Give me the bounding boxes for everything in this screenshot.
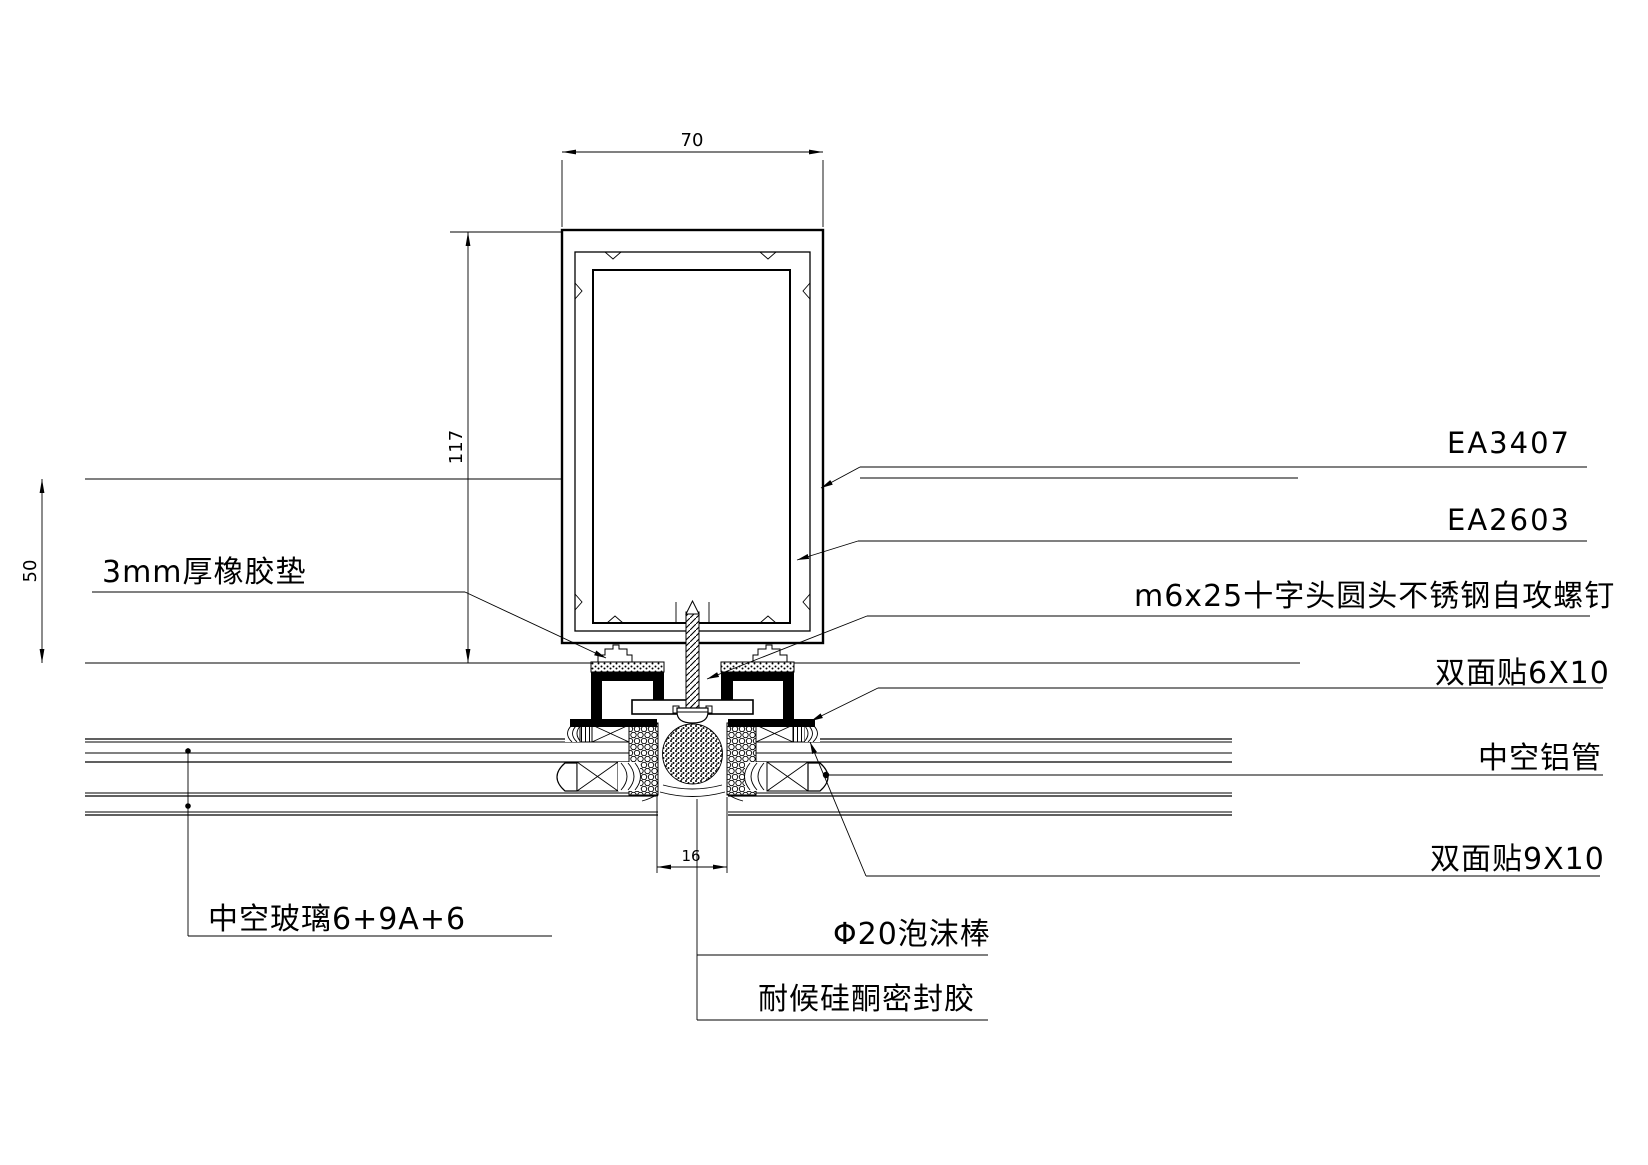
label-sealant: 耐候硅酮密封胶 — [697, 982, 988, 1021]
construction-lines — [85, 478, 1300, 664]
dim-50-text: 50 — [20, 560, 41, 583]
label-sealant-text: 耐候硅酮密封胶 — [758, 982, 975, 1017]
bracket-right-inner-leg — [721, 672, 733, 704]
upper-tape-left — [579, 724, 593, 743]
lower-arc-gasket-right — [744, 762, 767, 791]
label-foam-rod-text: Φ20泡沫棒 — [833, 917, 991, 952]
dim-50: 50 — [20, 479, 45, 663]
tongue-right — [807, 762, 829, 792]
label-aluminum-tube: 中空铝管 — [822, 741, 1603, 779]
bracket-left-top-bar — [591, 672, 664, 681]
upper-aluminum-tube-right — [755, 724, 794, 743]
glass-panel-left — [85, 738, 658, 816]
upper-tape-right — [792, 724, 806, 743]
clip-right — [752, 644, 788, 663]
bracket-left-inner-leg — [653, 672, 664, 704]
bracket-left-flange — [570, 719, 657, 727]
bracket-right-flange — [728, 719, 815, 727]
label-screw-text: m6x25十字头圆头不锈钢自攻螺钉 — [1134, 579, 1615, 614]
clip-left — [597, 644, 633, 663]
dim-70-text: 70 — [681, 130, 704, 151]
label-insulating-glass-text: 中空玻璃6+9A+6 — [208, 902, 466, 937]
label-aluminum-tube-text: 中空铝管 — [1478, 741, 1602, 776]
mullion-cap — [560, 228, 825, 645]
label-ea2603: EA2603 — [796, 503, 1587, 561]
label-tape-6x10: 双面贴6X10 — [810, 656, 1610, 722]
bracket-right-top-bar — [721, 672, 794, 681]
screw-tip — [685, 599, 700, 615]
dimensions: 70 117 50 16 — [20, 130, 824, 873]
dim-117: 117 — [446, 231, 562, 663]
profile-break-marks — [574, 251, 811, 624]
foam-rod — [662, 723, 723, 785]
lower-aluminum-tube-left — [576, 761, 619, 792]
label-rubber-pad-text: 3mm厚橡胶垫 — [102, 555, 307, 590]
dim-117-text: 117 — [446, 430, 467, 464]
dim-16-text: 16 — [681, 847, 700, 865]
label-rubber-pad: 3mm厚橡胶垫 — [92, 555, 607, 659]
label-tape-6x10-text: 双面贴6X10 — [1435, 656, 1610, 691]
upper-arc-gasket-right — [803, 724, 820, 743]
label-insulating-glass: 中空玻璃6+9A+6 — [185, 748, 552, 937]
screw-head — [676, 707, 709, 724]
glazing-joint — [556, 722, 829, 796]
label-foam-rod: Φ20泡沫棒 — [696, 799, 991, 1020]
upper-arc-gasket-left — [565, 724, 582, 743]
label-screw: m6x25十字头圆头不锈钢自攻螺钉 — [706, 579, 1615, 680]
label-ea3407: EA3407 — [820, 426, 1587, 489]
rubber-pad-right — [720, 661, 795, 673]
lower-arc-gasket-left — [618, 762, 641, 791]
label-tape-9x10: 双面贴9X10 — [809, 741, 1605, 877]
upper-aluminum-tube-left — [591, 724, 630, 743]
label-tape-9x10-text: 双面贴9X10 — [1430, 842, 1605, 877]
bracket-left-outer-leg — [591, 672, 602, 719]
label-ea3407-text: EA3407 — [1447, 426, 1571, 460]
dim-70: 70 — [561, 130, 824, 227]
rubber-pad-left — [590, 661, 665, 673]
sealant-joint — [641, 784, 744, 802]
self-tapping-screw — [672, 599, 713, 724]
lower-aluminum-tube-right — [766, 761, 809, 792]
tongue-left — [556, 762, 578, 792]
annotations: EA3407 EA2603 m6x25十字头圆头不锈钢自攻螺钉 双面贴6X10 … — [92, 426, 1615, 1021]
bracket-right-outer-leg — [783, 672, 794, 719]
dim-16: 16 — [656, 797, 728, 873]
label-ea2603-text: EA2603 — [1447, 503, 1571, 537]
